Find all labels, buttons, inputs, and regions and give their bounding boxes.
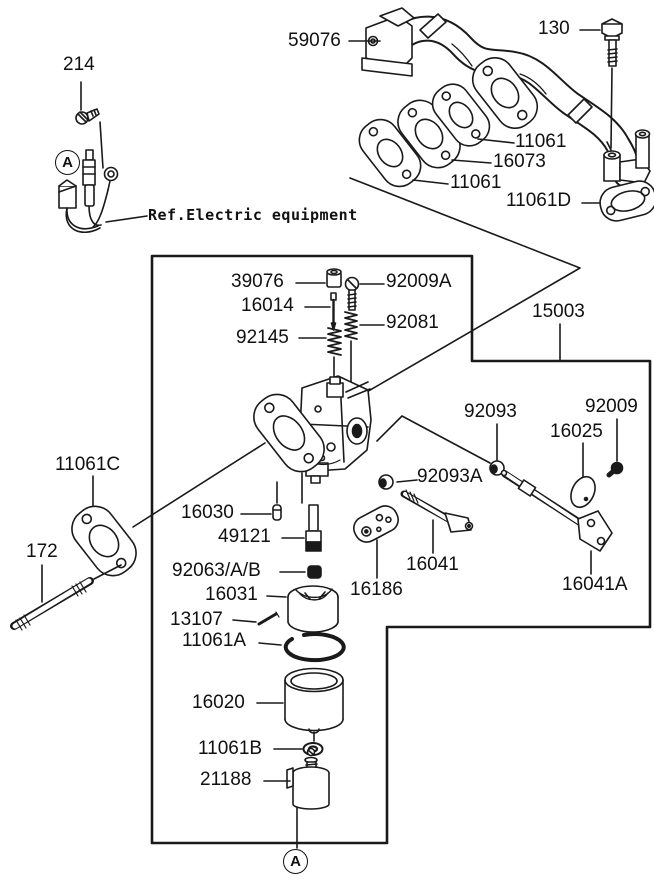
part-label-92009A: 92009A [386,271,452,292]
carburetor-drawing [246,376,371,483]
part-label-16186: 16186 [350,579,403,600]
shaft-16041A-drawing [502,471,613,575]
part-label-92081: 92081 [386,312,439,333]
part-label-59076: 59076 [288,30,341,51]
seal-92093-drawing [490,424,504,475]
part-label-11061A: 11061A [182,630,247,651]
pin-16030-drawing [241,482,281,520]
screw-92009A-drawing [346,278,385,311]
needle-16014-drawing [305,293,336,330]
part-label-92093A: 92093A [417,466,483,487]
leader-11061C-to-carb [133,443,265,527]
part-label-11061-left: 11061 [450,172,502,193]
spring-92145-drawing [299,328,341,355]
part-label-13107: 13107 [170,609,223,630]
pointer-wedge-manifold-to-carb [350,178,580,393]
shaft-16041-drawing [404,490,473,553]
assembly-box [152,256,650,843]
bowl-16020-drawing [257,669,343,742]
leader-11061-right [478,139,514,143]
gasket-11061D-drawing [597,178,654,225]
plate-16186-drawing [350,502,403,578]
part-label-11061D: 11061D [506,190,572,211]
gasket-16073-drawing [390,93,467,176]
seal-92093A-drawing [379,475,417,489]
part-label-11061-right: 11061 [515,131,567,152]
washer-11061B-drawing [274,743,323,755]
cap-39076-drawing [296,269,341,287]
part-label-21188: 21188 [200,769,252,790]
nut-92063-drawing [280,566,321,578]
leader-11061-left [413,180,448,184]
part-label-16020: 16020 [192,692,245,713]
manifold-drawing [362,8,650,183]
ref-electric-note: Ref.Electric equipment [148,206,358,224]
bolt-130-drawing [602,19,622,150]
electric-equipment-drawing [59,82,147,232]
stud-172-drawing [14,565,121,630]
part-label-92009: 92009 [585,396,638,417]
part-label-16025: 16025 [550,421,603,442]
oring-11061A-drawing [259,634,344,660]
part-label-16041: 16041 [406,554,459,575]
valve-16025-drawing [566,443,599,511]
part-label-92093: 92093 [464,401,517,422]
part-label-16031: 16031 [205,584,258,605]
gasket-11061C-drawing [64,498,144,583]
part-label-214: 214 [63,54,95,75]
part-label-16030: 16030 [181,502,234,523]
part-label-172: 172 [26,541,58,562]
gasket-11061-right-drawing [426,77,497,152]
part-label-11061C: 11061C [55,454,121,475]
float-16031-drawing [267,586,338,632]
part-label-39076: 39076 [231,271,284,292]
solenoid-21188-drawing [264,749,329,849]
part-label-49121: 49121 [218,526,271,547]
callout-a-bottom: A [283,849,308,874]
jet-49121-drawing [282,473,321,551]
part-label-16073: 16073 [493,151,546,172]
spring-92081-drawing [345,312,384,339]
part-label-11061B: 11061B [198,738,263,759]
part-label-16014: 16014 [241,295,294,316]
pointer-wedge-carb-to-shaft [377,416,490,463]
gasket-11061-left-drawing [352,112,428,193]
part-label-130: 130 [538,18,570,39]
callout-a-top: A [55,150,80,175]
part-label-15003: 15003 [532,301,585,322]
leader-16073 [452,160,491,163]
part-label-92145: 92145 [236,327,289,348]
part-label-16041A: 16041A [562,574,628,595]
part-label-92063: 92063/A/B [172,560,261,581]
screw-92009-drawing [609,419,623,475]
pin-13107-drawing [233,612,279,624]
